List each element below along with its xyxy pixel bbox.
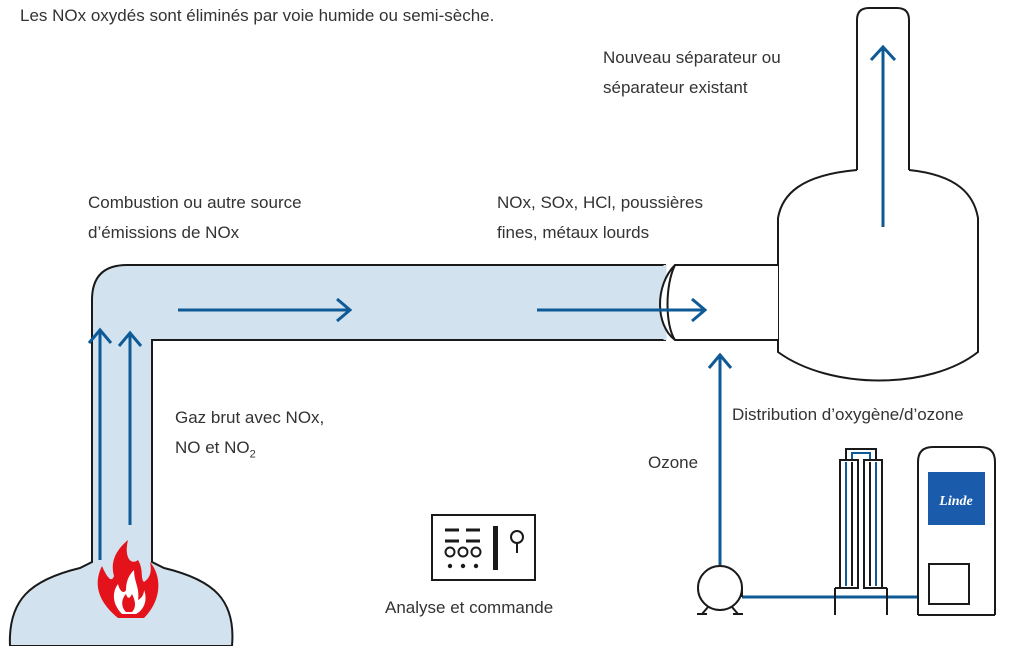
control-panel-icon (431, 514, 536, 581)
tank-brand-text: Linde (938, 494, 972, 509)
arrow-duct-1 (178, 297, 353, 323)
analysis-label: Analyse et commande (385, 598, 554, 617)
pollutants-label-line1: NOx, SOx, HCl, poussières (497, 193, 703, 212)
flame-icon (97, 540, 159, 618)
ozone-generator-icon (834, 448, 888, 615)
separator-inlet (659, 264, 778, 341)
tank-brand-badge (928, 472, 985, 525)
distribution-label: Distribution d’oxygène/d’ozone (732, 405, 964, 424)
ozone-label: Ozone (648, 453, 699, 472)
raw-gas-label-subscript: 2 (249, 448, 256, 461)
combustion-label-line2: d’émissions de NOx (88, 223, 240, 242)
arrow-duct-2 (537, 297, 708, 323)
separator-body (777, 169, 979, 382)
duct-body (8, 264, 666, 646)
raw-gas-label-line1: Gaz brut avec NOx, (175, 408, 325, 427)
raw-gas-label-line2: NO et NO2 (175, 435, 256, 467)
arrow-ozone (707, 352, 733, 565)
tank-window (928, 563, 970, 605)
arrow-riser-right (117, 330, 143, 525)
separator-label-line2: séparateur existant (603, 78, 748, 97)
separator-inlet-edge (666, 264, 676, 341)
combustion-label-line1: Combustion ou autre source (88, 193, 302, 212)
arrow-riser-left (87, 327, 113, 560)
arrow-stack (869, 44, 897, 227)
compressor-icon (697, 565, 743, 615)
flow-arrows (87, 44, 935, 599)
separator-label-line1: Nouveau séparateur ou (603, 48, 781, 67)
oxygen-tank-icon: Linde (917, 446, 996, 616)
diagram-caption: Les NOx oxydés sont éliminés par voie hu… (20, 6, 495, 25)
raw-gas-label-text: NO et NO (175, 438, 250, 457)
pollutants-label-line2: fines, métaux lourds (497, 223, 650, 242)
